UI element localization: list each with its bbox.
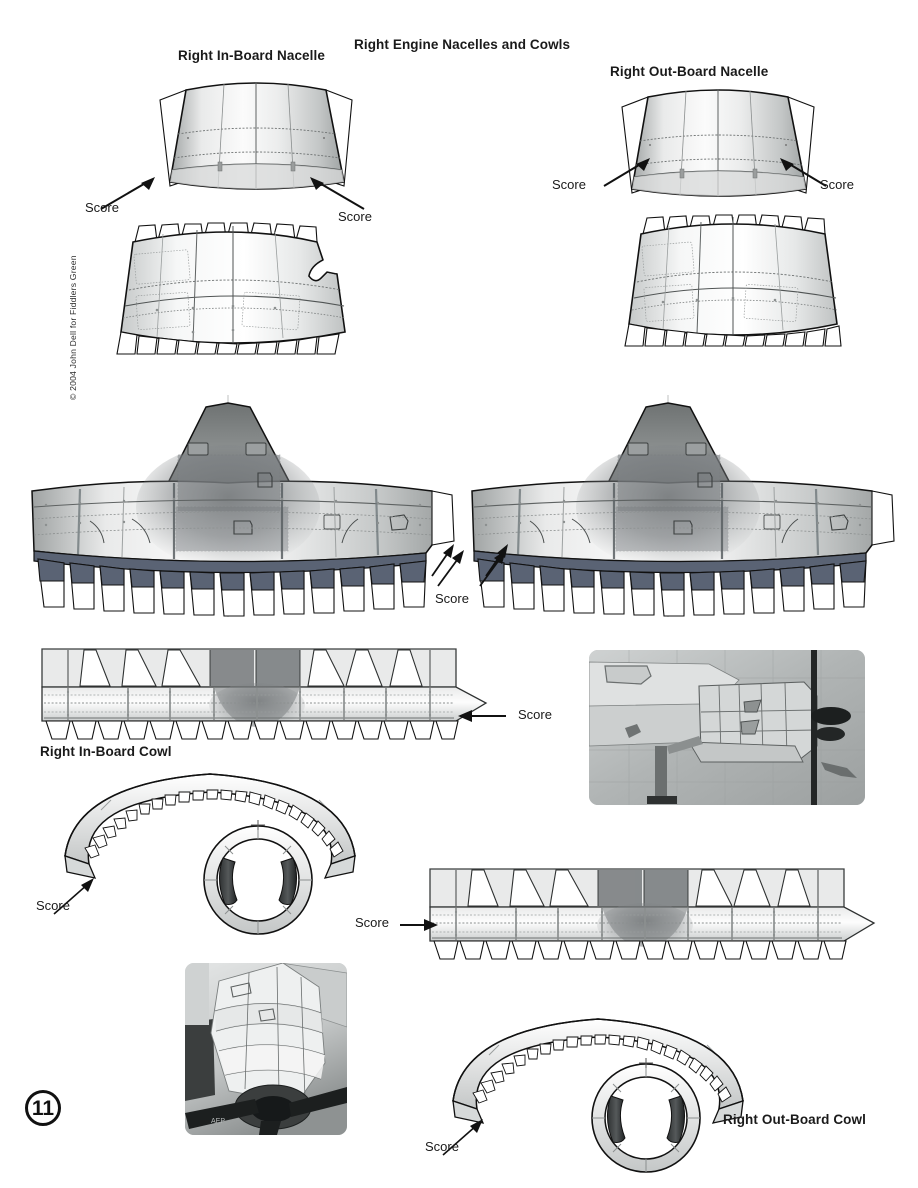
right-inboard-nacelle-title: Right In-Board Nacelle	[178, 48, 325, 63]
right-outboard-nacelle-title: Right Out-Board Nacelle	[610, 64, 769, 79]
right-outboard-nacelle-upper-band	[610, 85, 830, 210]
score-label-outboard-cowl-ring: Score	[425, 1139, 459, 1154]
score-arrow-inboard-cowl	[452, 706, 512, 726]
score-arrow-inboard-nacelle-left	[95, 175, 165, 215]
right-inboard-cowl-wrap	[38, 645, 508, 745]
right-inboard-nacelle-main-body	[28, 395, 468, 620]
score-label-inboard-cowl-ring: Score	[36, 898, 70, 913]
score-label-outboard-nacelle-left: Score	[552, 177, 586, 192]
right-outboard-cowl-ring-strip	[443, 1013, 753, 1124]
score-arrows-main-nacelles	[424, 540, 534, 592]
photo-nacelle-underwing	[589, 650, 865, 805]
right-inboard-cowl-face-ring	[193, 812, 323, 942]
right-inboard-nacelle-upper-band	[148, 78, 368, 203]
right-outboard-cowl-title: Right Out-Board Cowl	[723, 1112, 866, 1127]
photo-cowl-propeller: AEP	[185, 963, 347, 1135]
svg-text:AEP: AEP	[211, 1118, 225, 1125]
score-label-inboard-cowl: Score	[518, 707, 552, 722]
score-label-main-nacelles: Score	[435, 591, 469, 606]
score-arrow-outboard-nacelle-right	[770, 155, 830, 191]
score-arrow-outboard-nacelle-left	[600, 155, 660, 191]
right-outboard-cowl-face-ring	[581, 1050, 711, 1180]
score-arrow-outboard-cowl-ring	[437, 1113, 495, 1161]
score-arrow-outboard-cowl	[398, 915, 444, 935]
page-number-badge: 11	[25, 1090, 61, 1126]
right-inboard-nacelle-lower-band	[105, 220, 370, 355]
score-label-inboard-nacelle-right: Score	[338, 209, 372, 224]
right-inboard-cowl-title: Right In-Board Cowl	[40, 744, 172, 759]
right-outboard-nacelle-main-body	[468, 395, 908, 620]
right-inboard-cowl-ring-strip	[55, 768, 365, 879]
copyright-notice: © 2004 John Dell for Fiddlers Green	[68, 255, 78, 400]
score-label-outboard-cowl: Score	[355, 915, 389, 930]
score-arrow-inboard-nacelle-right	[300, 175, 370, 215]
score-arrow-inboard-cowl-ring	[48, 872, 106, 920]
score-label-outboard-nacelle-right: Score	[820, 177, 854, 192]
right-outboard-cowl-wrap	[426, 865, 896, 965]
score-label-inboard-nacelle-left: Score	[85, 200, 119, 215]
right-outboard-nacelle-lower-band	[615, 212, 850, 347]
page-title: Right Engine Nacelles and Cowls	[354, 37, 571, 52]
